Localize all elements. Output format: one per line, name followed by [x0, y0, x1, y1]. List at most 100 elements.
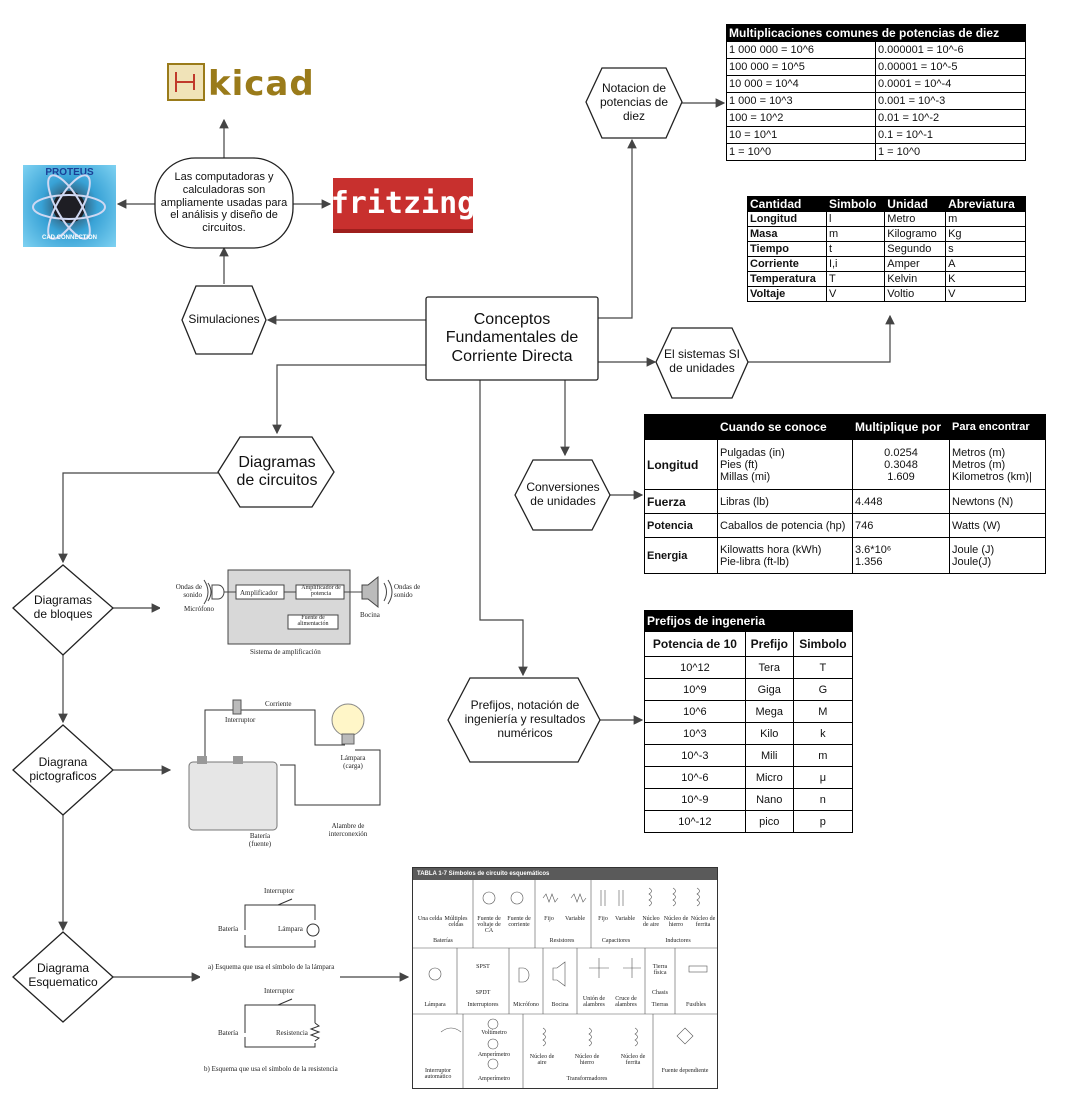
schem-resistencia-label: Resistencia: [276, 1029, 308, 1037]
schem-bateria2-label: Batería: [218, 1029, 239, 1037]
sym-microfono: Micrófono: [513, 1002, 539, 1008]
cell: 10^-6: [644, 766, 746, 789]
sym-interruptores: Interruptores: [467, 1002, 499, 1008]
cell: Watts (W): [949, 513, 1046, 538]
schematic-figure: Interruptor Batería Lámpara a) Esquema q…: [200, 885, 340, 1077]
column-header: Simbolo: [825, 196, 886, 212]
sym-interruptor-automatico: Interruptor automático: [424, 1068, 452, 1080]
column-header: Prefijo: [744, 631, 794, 657]
table-row: Potencia Caballos de potencia (hp) 746 W…: [644, 513, 1046, 538]
sym-nucleo-hierro: Núcleo de hierro: [663, 916, 689, 928]
ondas-right-label: Ondas de sonido: [394, 583, 421, 599]
cell: Nano: [744, 788, 794, 811]
column-header: Cantidad: [747, 196, 827, 212]
schematic-drawing: [244, 898, 321, 1048]
table-row: Energia Kilowatts hora (kWh)Pie-libra (f…: [644, 537, 1046, 574]
cell: 0.00001 = 10^-5: [874, 58, 1027, 76]
cell-line: 1.356: [855, 555, 883, 568]
cell: T: [825, 271, 886, 287]
prefijos-table: Prefijos de ingeneria Potencia de 10 Pre…: [644, 610, 854, 833]
cell: k: [792, 722, 854, 745]
cell: Mega: [744, 700, 794, 723]
cell: 1 = 10^0: [874, 143, 1027, 161]
node-simulaciones: Simulaciones: [188, 312, 260, 327]
cell: 10^6: [644, 700, 746, 723]
cell: Tiempo: [747, 241, 827, 257]
cell: 10 = 10^1: [726, 126, 876, 144]
amplificador-label: Amplificador: [240, 589, 278, 597]
cell-line: 0.0254: [884, 446, 918, 459]
cell: 746: [852, 513, 950, 538]
sym-bocina: Bocina: [551, 1002, 569, 1008]
cell: V: [945, 286, 1026, 302]
node-diagramas: Diagramas de circuitos: [236, 453, 318, 489]
cell: Kilowatts hora (kWh)Pie-libra (ft-lb): [717, 537, 853, 574]
node-pictograficos: Diagrana pictograficos: [29, 755, 97, 783]
cell: V: [825, 286, 886, 302]
cell: Segundo: [884, 241, 947, 257]
cell: Kilogramo: [884, 226, 947, 242]
sym-group-resistores: Resistores: [549, 938, 575, 944]
cell: 0.1 = 10^-1: [874, 126, 1027, 144]
sym-group-baterias: Baterías: [433, 938, 453, 944]
prefijos-title: Prefijos de ingeneria: [644, 610, 853, 632]
schem-interruptor2-label: Interruptor: [264, 987, 295, 995]
pictographic-figure: Corriente Interruptor Lámpara (carga) Al…: [185, 690, 385, 850]
column-header: Multiplique por: [852, 414, 950, 440]
sym-nucleo-ferrita: Núcleo de ferrita: [690, 916, 716, 928]
cell: Newtons (N): [949, 489, 1046, 514]
sym-resistor-fijo: Fijo: [544, 916, 554, 922]
cell-line: Joule (J): [952, 543, 995, 556]
column-header: Para encontrar: [949, 414, 1046, 440]
cell: n: [792, 788, 854, 811]
cell: Amper: [884, 256, 947, 272]
cell: Energia: [644, 537, 718, 574]
atom-icon: [32, 174, 106, 240]
sym-capacitor-fijo: Fijo: [598, 916, 608, 922]
sym-amperimetro-2: Amperímetro: [477, 1076, 511, 1082]
cell: 4.448: [852, 489, 950, 514]
cell: 1 = 10^0: [726, 143, 876, 161]
table-row: Longitud Pulgadas (in)Pies (ft)Millas (m…: [644, 439, 1046, 490]
cell: m: [945, 211, 1026, 227]
cell: 10^12: [644, 656, 746, 679]
lampara-label: Lámpara (carga): [340, 754, 366, 770]
cell-line: Pulgadas (in): [720, 446, 785, 459]
cell: Libras (lb): [717, 489, 853, 514]
cell: 10^9: [644, 678, 746, 701]
sym-voltimetro: Voltímetro: [481, 1030, 507, 1036]
cell: Metro: [884, 211, 947, 227]
sym-una-celda: Una celda: [417, 916, 443, 922]
cell-line: Kilowatts hora (kWh): [720, 543, 822, 556]
node-sistema-si: El sistemas SI de unidades: [663, 347, 741, 375]
cell: m: [792, 744, 854, 767]
sym-union-alambres: Unión de alambres: [582, 996, 606, 1008]
block-diagram-figure: Ondas de sonido Micrófono Amplificador A…: [160, 565, 430, 660]
block-diagram-drawing: [203, 569, 393, 645]
symbols-table: TABLA 1-7 Símbolos de circuito esquemáti…: [412, 867, 718, 1089]
cell: μ: [792, 766, 854, 789]
node-esquematico: Diagrama Esquematico: [28, 961, 98, 989]
cell: 10^-9: [644, 788, 746, 811]
cell: Voltio: [884, 286, 947, 302]
cell: Mili: [744, 744, 794, 767]
cell: G: [792, 678, 854, 701]
interruptor-label: Interruptor: [225, 716, 256, 724]
cell: I,i: [825, 256, 886, 272]
node-prefijos: Prefijos, notación de ingeniería y resul…: [464, 698, 586, 740]
